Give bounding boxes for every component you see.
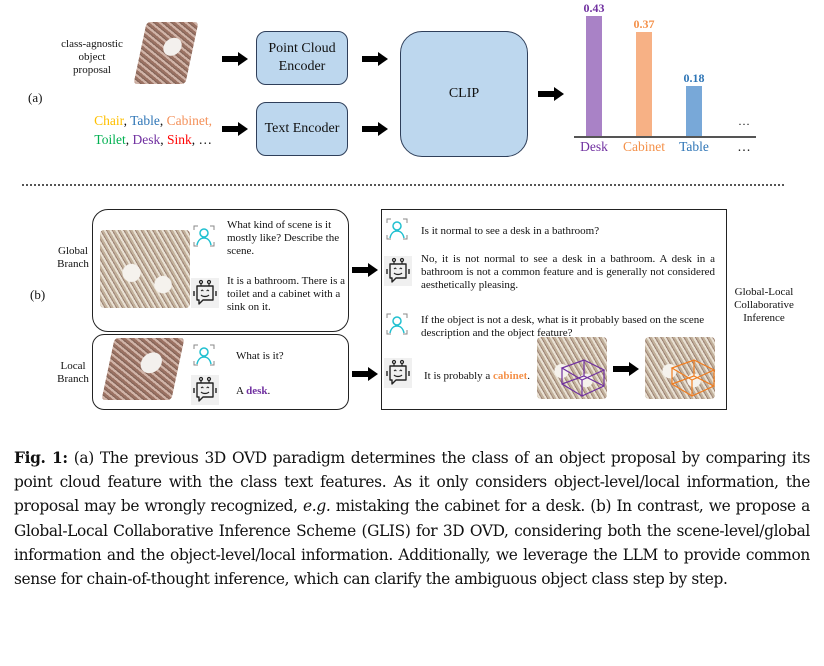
figure-caption: Fig. 1: (a) The previous 3D OVD paradigm… (14, 449, 810, 589)
collab-answer-class: cabinet (493, 370, 528, 382)
global-branch-box (92, 209, 349, 332)
clip-box: CLIP (400, 31, 528, 157)
section-divider (22, 184, 784, 186)
class-list: Chair, Table, Cabinet, Toilet, Desk, Sin… (78, 111, 212, 149)
global-question-text: What kind of scene is it mostly like? De… (227, 219, 340, 257)
class-name: Cabinet, (166, 113, 212, 128)
arrow-right-icon (352, 263, 378, 277)
global-answer-text: It is a bathroom. There is a toilet and … (227, 275, 346, 313)
arrow-right-icon (538, 87, 564, 101)
user-icon (386, 218, 408, 240)
bar-table (686, 85, 702, 136)
robot-chatbot-icon (384, 358, 412, 388)
arrow-right-icon (352, 367, 378, 381)
point-cloud-encoder-box: Point Cloud Encoder (256, 31, 348, 85)
proposal-label: class-agnostic object proposal (61, 38, 123, 76)
desk-bounding-box (560, 359, 606, 398)
chart-baseline (574, 136, 756, 138)
robot-chatbot-icon (191, 278, 219, 308)
bar-desk (586, 15, 602, 136)
user-icon (386, 313, 408, 335)
class-name: , (125, 132, 133, 147)
class-name: Sink (166, 132, 192, 147)
class-name: , (160, 132, 167, 147)
arrow-right-icon (362, 52, 388, 66)
arrow-right-icon (613, 362, 639, 376)
bar-value-label: 0.43 (583, 0, 605, 15)
scene-with-desk-box (537, 337, 607, 399)
bar-value-label: 0.37 (633, 17, 655, 32)
local-question-text: What is it? (236, 350, 284, 362)
user-icon (193, 225, 215, 247)
collab-answer-2: It is probably a cabinet. (424, 370, 531, 382)
user-icon (193, 344, 215, 366)
object-proposal-point-cloud (133, 22, 199, 84)
class-name: Table (130, 113, 160, 128)
collab-question-2: If the object is not a desk, what is it … (421, 314, 705, 339)
scene-point-cloud (100, 230, 190, 308)
category-label: Table (679, 139, 709, 154)
bar-cabinet (636, 32, 652, 136)
arrow-right-icon (362, 122, 388, 136)
class-name: Desk (132, 132, 161, 147)
collaborative-inference-label: Global-Local Collaborative Inference (734, 286, 794, 324)
class-name: Chair (94, 113, 124, 128)
local-object-point-cloud (101, 338, 185, 400)
bar-value-label: … (738, 114, 750, 128)
arrow-right-icon (222, 52, 248, 66)
class-list-line-1: Chair, Table, Cabinet, (78, 111, 212, 130)
class-name: , … (191, 132, 212, 147)
part-b-label: (b) (30, 287, 46, 302)
collaborative-inference-box (381, 209, 727, 410)
text-encoder-box: Text Encoder (256, 102, 348, 156)
local-answer-text: A desk. (236, 385, 271, 397)
cabinet-bounding-box (670, 359, 716, 398)
class-name: , (159, 113, 167, 128)
global-branch-label: Global Branch (57, 245, 89, 270)
robot-chatbot-icon (191, 375, 219, 405)
robot-chatbot-icon (384, 256, 412, 286)
collab-question-1: Is it normal to see a desk in a bathroom… (421, 225, 600, 237)
figure-label: Fig. 1: (14, 449, 68, 467)
collab-answer-1: No, it is not normal to see a desk in a … (421, 253, 715, 291)
part-a-label: (a) (28, 90, 43, 105)
local-branch-label: Local Branch (57, 360, 89, 385)
bar-value-label: 0.18 (683, 70, 705, 85)
class-name: Toilet (94, 132, 126, 147)
class-list-line-2: Toilet, Desk, Sink, … (78, 130, 212, 149)
class-name: , (123, 113, 131, 128)
arrow-right-icon (222, 122, 248, 136)
local-answer-class: desk (246, 385, 268, 397)
category-label: Desk (580, 139, 608, 154)
category-label: … (737, 139, 751, 154)
category-label: Cabinet (623, 139, 665, 154)
local-branch-box (92, 334, 349, 410)
